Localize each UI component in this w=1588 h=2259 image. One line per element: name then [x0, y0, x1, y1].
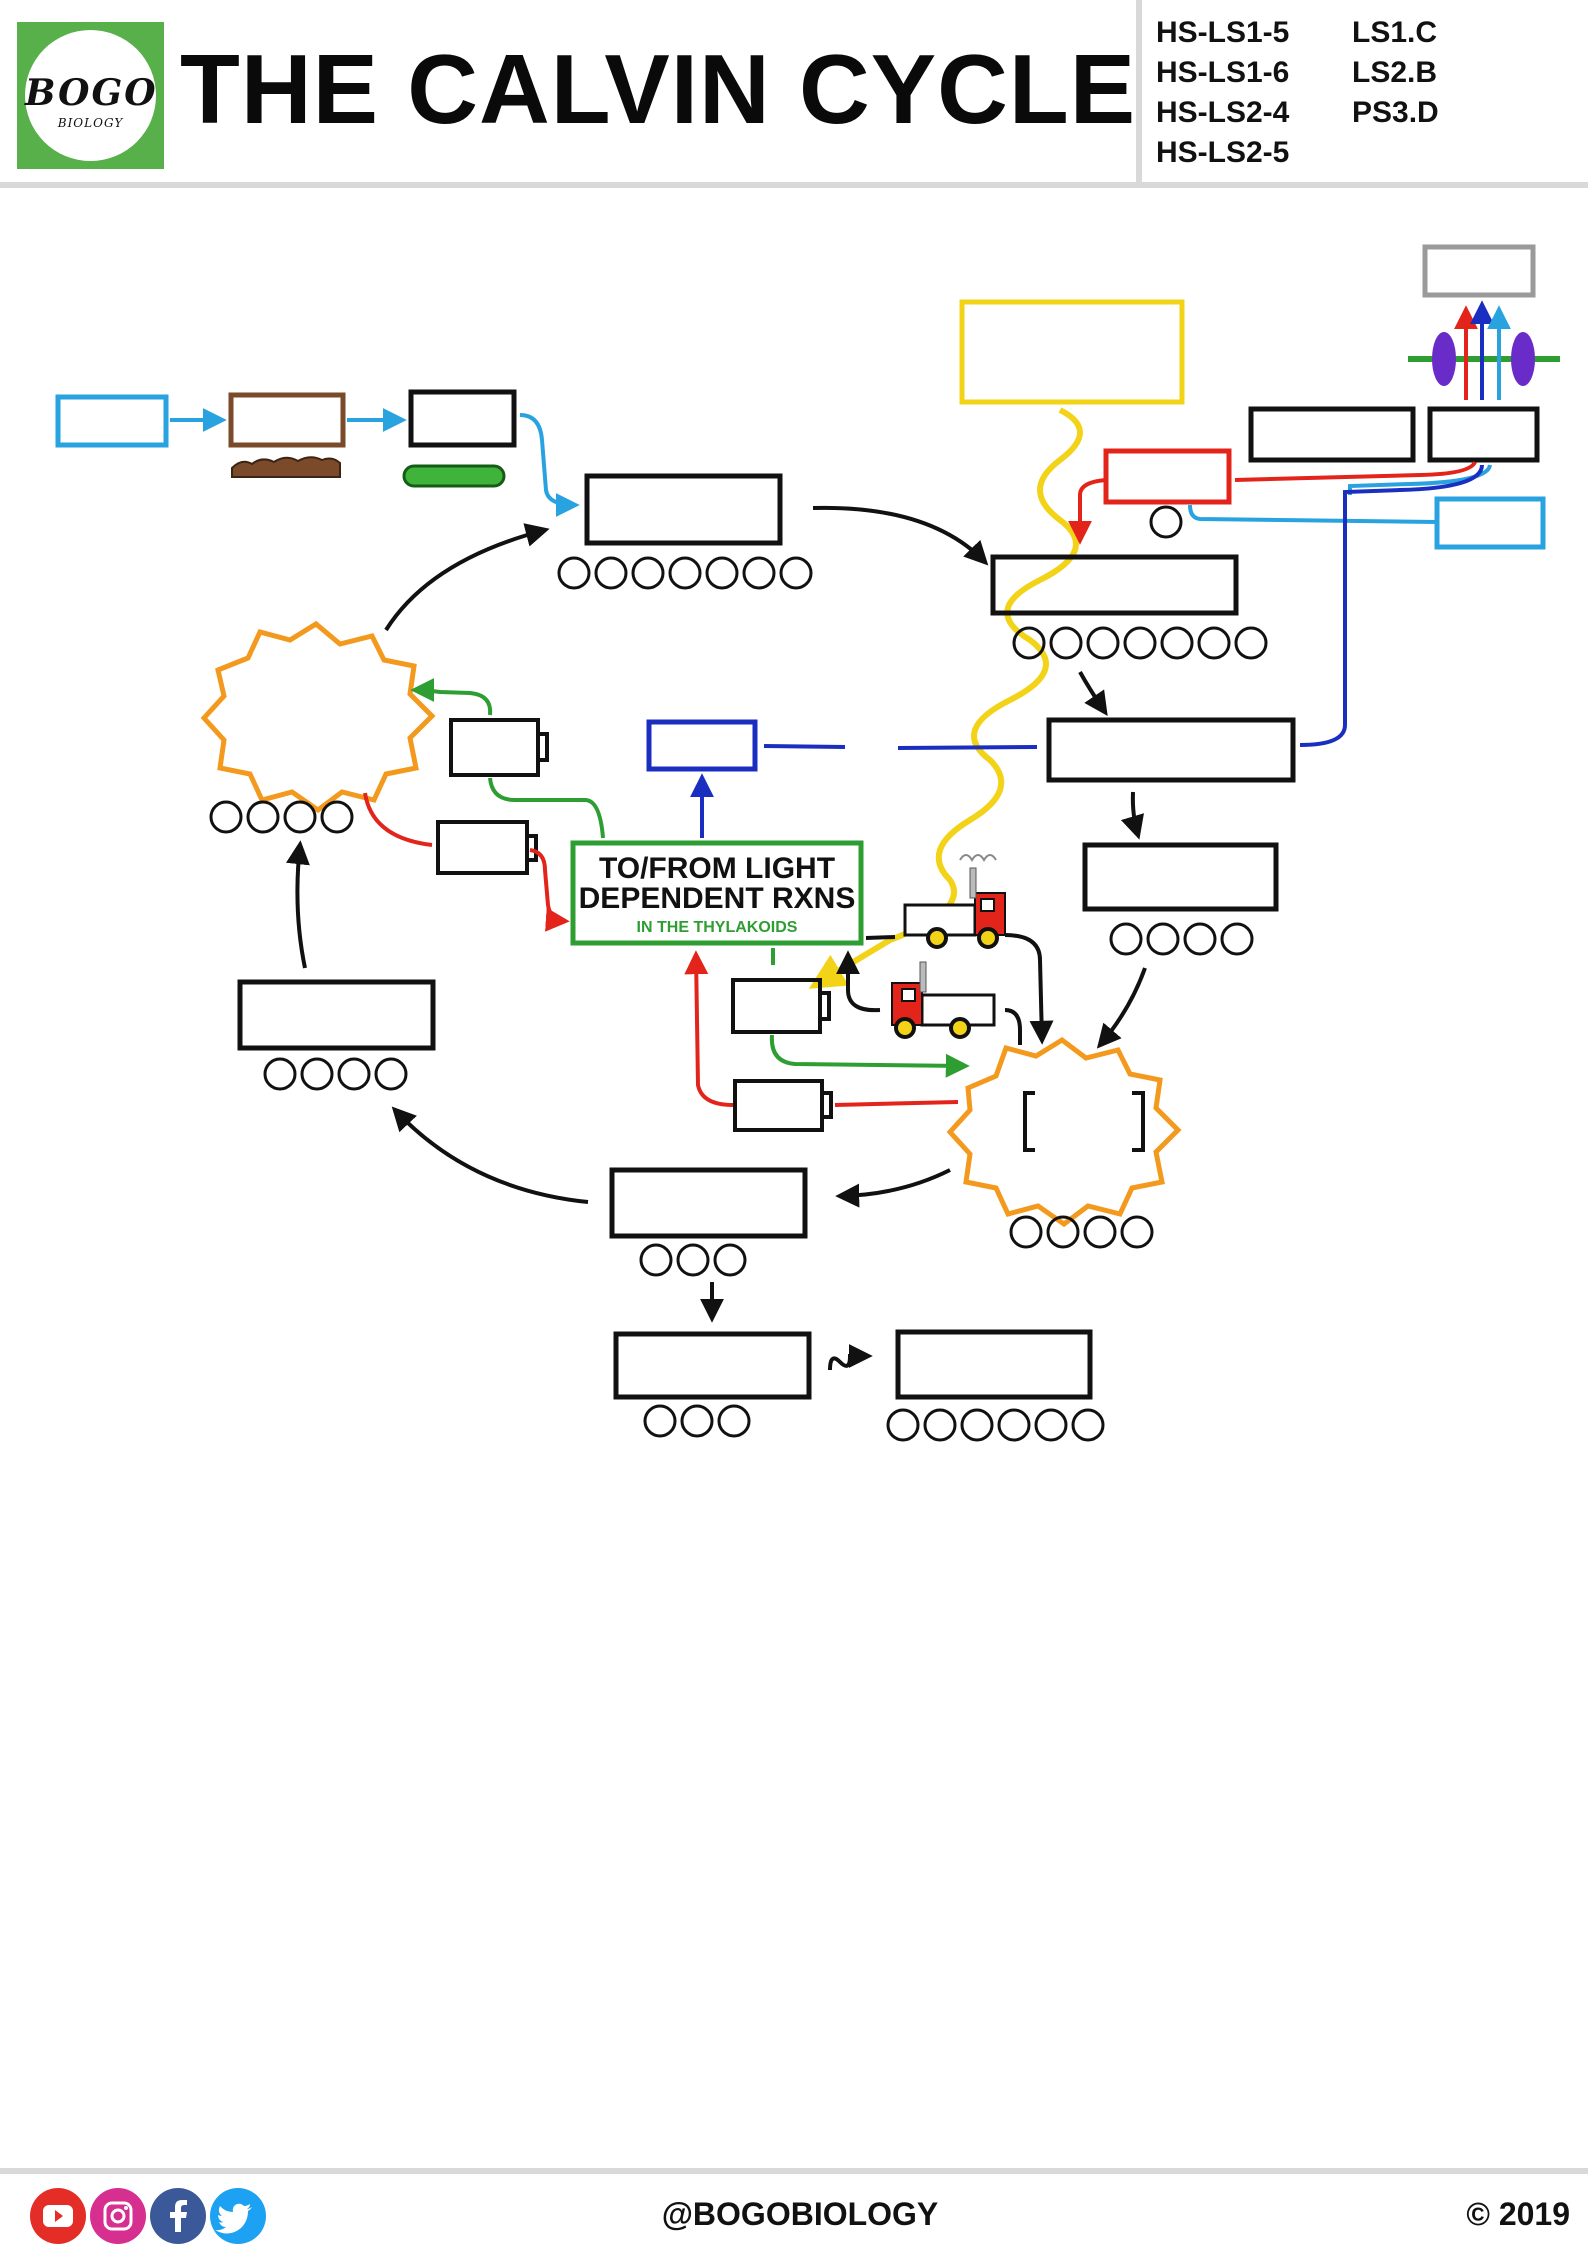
arrow-dark-blue: [1299, 464, 1484, 747]
bracket-right: [1132, 1091, 1145, 1152]
truck-icon: [903, 854, 1006, 949]
rubp-starburst: [200, 620, 436, 814]
footer-handle: @BOGOBIOLOGY: [661, 2196, 939, 2232]
root-icon: [402, 464, 506, 488]
carbon-circles: [1012, 626, 1268, 660]
cycle-arrow: [1096, 967, 1147, 1049]
truck-icon: [891, 961, 996, 1039]
intermediate-starburst: [946, 1036, 1182, 1228]
standard-code: LS1.C: [1352, 16, 1438, 49]
instagram-icon[interactable]: [90, 2188, 146, 2244]
cycle-arrow: [812, 505, 989, 566]
co2-box-red: [1103, 448, 1232, 505]
molecule-box: [613, 1331, 812, 1400]
twitter-icon[interactable]: [210, 2188, 266, 2244]
carbon-circles: [557, 556, 813, 590]
cycle-arrow: [1078, 671, 1108, 716]
center-box-sub: IN THE THYLAKOIDS: [637, 919, 798, 936]
molecule-box: [895, 1329, 1093, 1400]
cycle-arrow: [1120, 791, 1144, 840]
arrow-black: [865, 935, 896, 940]
guard-cell-icon: [1511, 332, 1535, 386]
arrow-red: [834, 1100, 959, 1107]
arrow-light-blue: [1348, 464, 1492, 495]
bogo-logo: BOGO BIOLOGY: [17, 22, 164, 169]
arrow-green: [410, 678, 493, 716]
molecule-box: [609, 1167, 808, 1239]
carbon-circles: [1109, 922, 1254, 956]
cycle-arrow: [835, 1168, 951, 1208]
arrow-dark-blue: [763, 744, 846, 749]
facebook-icon[interactable]: [150, 2188, 206, 2244]
gas-box-small: [1427, 406, 1540, 463]
cycle-arrow: [286, 840, 310, 969]
arrow-red: [363, 792, 433, 847]
cycle-arrow: [391, 1106, 589, 1204]
arrow-red: [684, 950, 734, 1107]
squiggle-arrow: [828, 1344, 873, 1371]
youtube-icon[interactable]: [30, 2188, 86, 2244]
adp-battery: [436, 820, 538, 875]
arrow-dark-blue: [897, 745, 1038, 750]
arrow-light-blue: [519, 413, 580, 517]
sunlight-wave: [808, 407, 1083, 989]
carbon-circles: [643, 1404, 751, 1438]
carbon-circles: [1009, 1215, 1154, 1249]
soil-icon: [231, 456, 341, 478]
arrow-red: [529, 848, 570, 932]
sunlight-box: [959, 299, 1185, 405]
standard-code: LS2.B: [1352, 56, 1438, 89]
header-horizontal-divider: [0, 182, 1588, 188]
carbon-circles: [263, 1057, 408, 1091]
standard-code: HS-LS2-5: [1156, 136, 1290, 169]
page-title: THE CALVIN CYCLE: [180, 34, 1137, 144]
logo-disc: BOGO BIOLOGY: [25, 30, 156, 161]
footer-copyright: © 2019: [1466, 2196, 1570, 2232]
input-box-brown: [228, 392, 346, 448]
molecule-box: [237, 979, 436, 1051]
molecule-box: [1046, 717, 1296, 783]
atp-battery: [731, 978, 831, 1034]
logo-subtitle: BIOLOGY: [57, 116, 124, 130]
carbon-circles: [886, 1408, 1105, 1442]
arrow-green: [769, 1034, 970, 1078]
arrow-red: [1234, 460, 1477, 482]
carbon-circles: [1149, 505, 1183, 539]
cycle-arrow: [384, 523, 550, 632]
standard-code: HS-LS1-5: [1156, 16, 1290, 49]
arrow-black: [1004, 1008, 1022, 1045]
arrow-black: [1004, 933, 1054, 1045]
arrow-light-blue: [1188, 504, 1438, 524]
center-box-line1: TO/FROM LIGHT: [599, 852, 835, 885]
standard-code: HS-LS1-6: [1156, 56, 1290, 89]
carbon-circles: [639, 1243, 747, 1277]
molecule-box: [584, 473, 783, 546]
carbon-circles: [209, 800, 354, 834]
input-box-light-blue: [55, 394, 169, 448]
standard-code: HS-LS2-4: [1156, 96, 1290, 129]
arrow-red: [1068, 478, 1107, 545]
gas-box-gray: [1422, 244, 1536, 298]
water-box-light-blue: [1434, 496, 1546, 550]
arrow-black: [836, 950, 881, 1013]
center-box-line2: DEPENDENT RXNS: [579, 882, 856, 915]
molecule-box: [1082, 842, 1279, 912]
header: BOGO BIOLOGY THE CALVIN CYCLE HS-LS1-5 H…: [0, 0, 1588, 190]
light-reactions-box: [570, 840, 864, 946]
atp-battery: [449, 718, 549, 777]
molecule-box: [990, 554, 1239, 616]
nadp-box-dark-blue: [646, 719, 758, 772]
input-box-black: [408, 389, 517, 448]
footer-divider: [0, 2168, 1588, 2174]
gas-box: [1248, 406, 1416, 463]
guard-cell-icon: [1432, 332, 1456, 386]
adp-battery: [733, 1079, 833, 1132]
standard-code: PS3.D: [1352, 96, 1439, 129]
header-vertical-divider: [1136, 0, 1142, 185]
bracket-left: [1023, 1091, 1035, 1152]
arrow-green: [488, 777, 605, 839]
logo-word: BOGO: [25, 72, 158, 114]
